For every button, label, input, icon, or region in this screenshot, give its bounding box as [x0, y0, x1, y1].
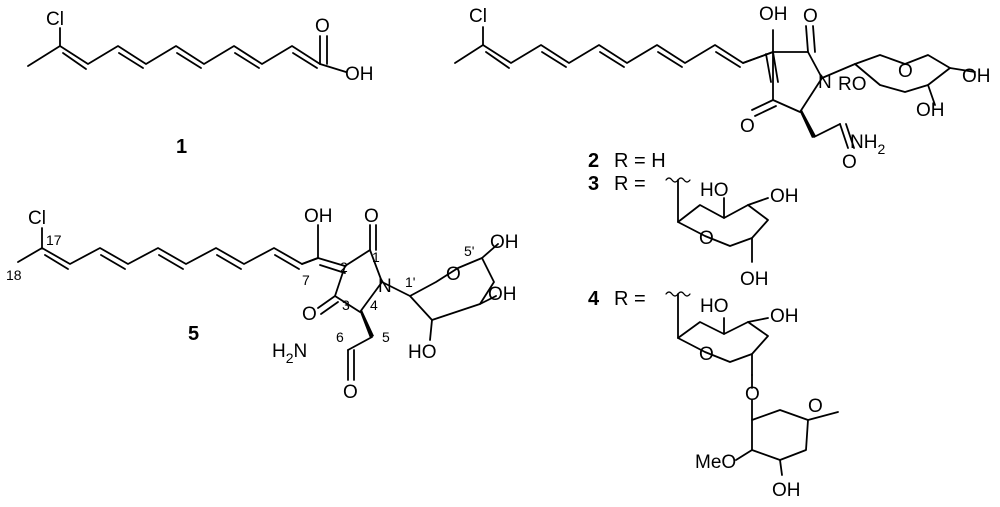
- c2-cl-label: Cl: [469, 6, 487, 27]
- c1-carbonyl-o-label: O: [315, 16, 330, 37]
- c4-oh-right-label: OH: [770, 306, 799, 327]
- c5-num-18: 18: [6, 267, 22, 283]
- c5-num-1: 1: [372, 249, 380, 265]
- c5-ho-label: HO: [408, 342, 437, 363]
- c2-ro-label: RO: [838, 74, 867, 95]
- compound-5-structure: [17, 224, 499, 381]
- c2-n-label: N: [818, 72, 832, 93]
- c2-amide-o-label: O: [842, 152, 857, 173]
- c4-ring-o-label: O: [699, 344, 714, 365]
- c3-ring-o-label: O: [699, 228, 714, 249]
- compound-1-structure: [27, 27, 347, 73]
- c3-ho-label: HO: [700, 180, 729, 201]
- c5-cl-label: Cl: [28, 208, 46, 229]
- c5-num-4: 4: [370, 297, 378, 313]
- c1-oh-label: OH: [345, 64, 374, 85]
- c2-oh-label: OH: [759, 4, 788, 25]
- c5-num-1prime: 1': [405, 274, 415, 290]
- c5-num-2: 2: [340, 259, 348, 275]
- c5-num-7: 7: [302, 272, 310, 288]
- compound-4-sugar-structure: [665, 291, 839, 476]
- c4-ho-label: HO: [700, 296, 729, 317]
- c2-keto-o-label: O: [740, 116, 755, 137]
- c3-oh-right-label: OH: [770, 186, 799, 207]
- c5-h2n-label: H2N: [272, 341, 307, 366]
- c2-ring-o-label: O: [803, 6, 818, 27]
- c5-num-6: 6: [336, 329, 344, 345]
- c5-oh-right-label: OH: [488, 284, 517, 305]
- c3-oh-bottom-label: OH: [740, 269, 769, 290]
- c5-num-5prime: 5': [464, 243, 474, 259]
- compound-3-sugar-structure: [665, 177, 769, 263]
- compound-1-label: 1: [176, 136, 187, 158]
- c4-furanose-o-label: O: [808, 396, 823, 417]
- c5-keto-o-label: O: [302, 304, 317, 325]
- c1-cl-label: Cl: [46, 9, 64, 30]
- compound-5-label: 5: [188, 323, 199, 345]
- compound-3-r-definition: R =: [614, 173, 646, 195]
- c5-num-3: 3: [342, 297, 350, 313]
- c5-oh-label: OH: [304, 206, 333, 227]
- c4-oh-bottom-label: OH: [772, 480, 801, 501]
- compound-4-label: 4: [588, 288, 600, 310]
- c5-oh-top-label: OH: [490, 232, 519, 253]
- c5-ring-o-label: O: [364, 206, 379, 227]
- compound-2-structure: [454, 25, 976, 149]
- c5-sugar-o-label: O: [446, 264, 461, 285]
- c2-oh-4-label: OH: [916, 100, 945, 121]
- c4-meo-label: MeO: [695, 452, 736, 473]
- c5-n-label: N: [378, 276, 392, 297]
- compound-4-r-definition: R =: [614, 288, 646, 310]
- c5-num-17: 17: [46, 232, 62, 248]
- c5-num-5: 5: [382, 329, 390, 345]
- c2-nh2-label: NH2: [850, 132, 885, 157]
- c5-amide-o-label: O: [343, 382, 358, 403]
- c2-sugar-o-label: O: [898, 61, 913, 82]
- compound-2-label: 2: [588, 150, 599, 172]
- c2-oh-5-label: OH: [962, 66, 991, 87]
- compound-3-label: 3: [588, 173, 599, 195]
- c4-glycosidic-o-label: O: [745, 384, 760, 405]
- compound-2-r-definition: R = H: [614, 150, 666, 172]
